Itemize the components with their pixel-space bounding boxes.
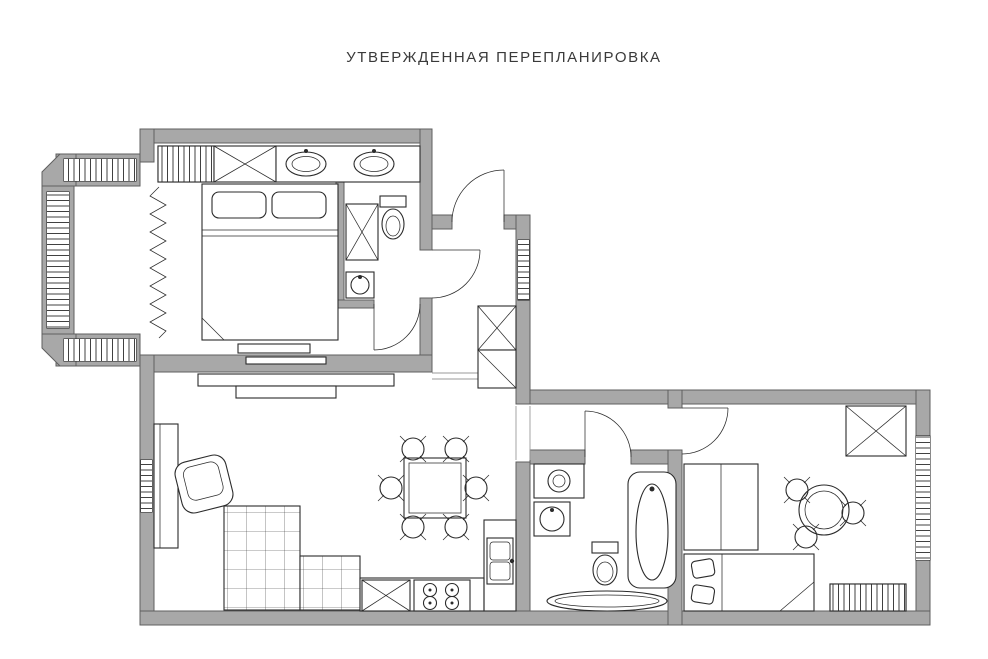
bathroom-door [584,410,632,458]
window [63,158,137,182]
radiator [140,459,153,513]
toilet [591,541,619,586]
ventilation-shaft [517,239,530,301]
plan-title: УТВЕРЖДЕННАЯ ПЕРЕПЛАНИРОВКА [346,49,662,66]
cabinet-x [213,145,277,183]
desk [153,423,179,549]
entry-cabinet [477,349,517,389]
round-table [798,484,850,536]
master-bath-door [373,303,421,351]
toilet [379,195,407,240]
window [915,435,931,561]
corner-sofa [223,505,361,611]
entry-closet-x [477,305,517,351]
window [63,338,137,362]
double-bed [201,183,339,341]
vanity-double-sink [275,145,421,183]
wardrobe-2 [683,463,759,551]
bedroom2-door [681,407,729,455]
window [46,191,70,329]
tv-unit [197,356,395,399]
washbasin-small [345,271,375,299]
front-door [451,169,505,223]
bay-window [41,153,141,367]
dresser [829,583,907,612]
dining-chair [462,474,490,502]
wardrobe-x [845,405,907,457]
bedroom-door [431,249,481,299]
washing-machine [533,463,585,499]
armchair [174,454,234,514]
bench [237,343,311,354]
washbasin [533,501,571,537]
curtain [149,186,167,339]
dining-chair [377,474,405,502]
dining-table [403,457,467,519]
base-cabinet-x [361,579,411,612]
stove [413,579,471,612]
bed-2 [683,553,815,612]
openings [432,372,531,460]
kitchen-sink [486,537,515,585]
bathtub [627,471,677,589]
chair [783,476,811,504]
towel-radiator [546,590,668,612]
shower [345,203,379,261]
wardrobe [157,145,215,183]
